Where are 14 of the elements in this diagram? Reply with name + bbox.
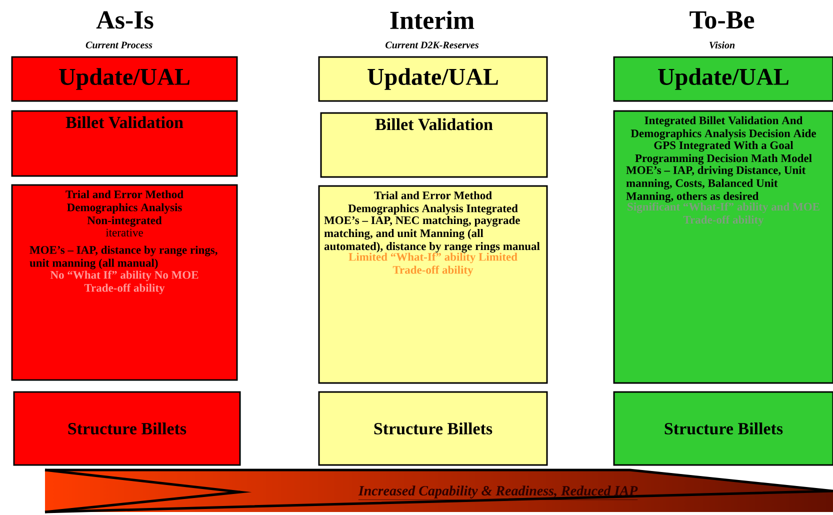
title-box: Update/UAL [11, 56, 238, 102]
title-box: Update/UAL [318, 56, 548, 102]
process-box: Structure Billets [613, 391, 833, 466]
column-heading: To-Be [690, 11, 754, 29]
column-heading: As-Is [96, 11, 154, 29]
process-box: Billet Validation [11, 110, 238, 177]
process-box: Trial and Error Method Demographics Analysis Non-integrated iterative MOE’s – IAP, distance by range rings, unit manning (all manual) No “What If” ability No MOE Trade-off ability [11, 184, 238, 381]
process-box: Integrated Billet Validation And Demographics Analysis Decision Aide GPS Integrated With a Goal Programming Decision Math Model MOE’s – IAP, driving Distance, Unit manning, Costs, Balanced Unit Manning, others as desired Significant “What-If” ability and MOE Trade-off ability [613, 110, 833, 384]
process-box: Trial and Error Method Demographics Analysis Integrated MOE’s – IAP, NEC matching, paygrade matching, and unit Manning (all automated), distance by range rings manual Limited “What-If” ability Limited Trade-off ability [318, 185, 548, 384]
process-box: Structure Billets [13, 391, 241, 466]
column-heading: Interim [390, 10, 474, 30]
process-box: Billet Validation [320, 112, 548, 178]
process-box: Structure Billets [318, 391, 548, 466]
title-box: Update/UAL [613, 56, 833, 102]
